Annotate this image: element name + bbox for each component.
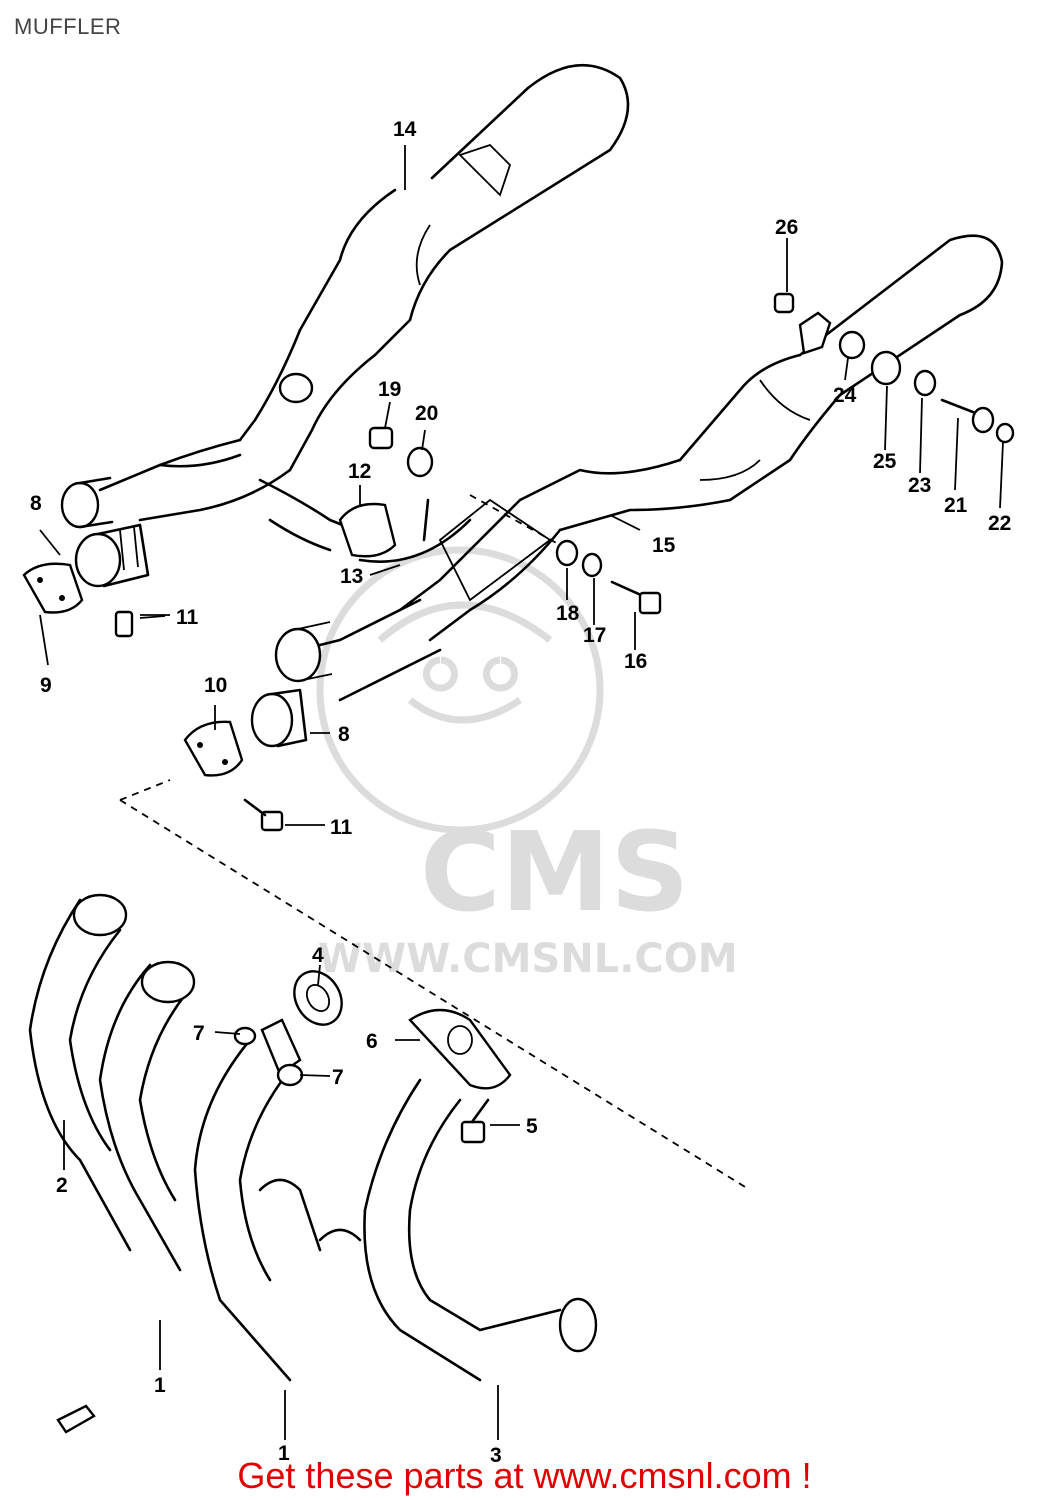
callout-2: 2 xyxy=(56,1174,68,1197)
callout-21: 21 xyxy=(944,494,968,517)
cms-watermark: CMS WWW.CMSNL.COM xyxy=(316,546,738,982)
callout-6: 6 xyxy=(366,1030,378,1053)
callout-15: 15 xyxy=(652,534,676,557)
callout-10: 10 xyxy=(204,674,227,697)
footer-link[interactable]: Get these parts at www.cmsnl.com ! xyxy=(237,1455,812,1496)
part-8-connector-upper xyxy=(60,476,150,588)
callout-24: 24 xyxy=(833,384,857,407)
part-14-muffler-upper xyxy=(98,63,630,522)
callout-22: 22 xyxy=(988,512,1011,535)
watermark-url: WWW.CMSNL.COM xyxy=(318,936,738,982)
callout-1-left: 1 xyxy=(154,1374,166,1397)
callout-25-right: 25 xyxy=(873,450,897,473)
watermark-brand: CMS xyxy=(420,808,689,936)
callout-3: 3 xyxy=(490,1444,502,1467)
part-12-clamp xyxy=(338,502,397,558)
page-title: MUFFLER xyxy=(14,14,122,39)
callout-18: 18 xyxy=(556,602,580,625)
flanges-and-gaskets xyxy=(233,970,512,1144)
callout-14: 14 xyxy=(393,118,417,141)
callout-8-lower: 8 xyxy=(338,723,350,746)
part-9-clamp xyxy=(22,562,84,614)
callout-23: 23 xyxy=(908,474,931,497)
callout-16: 16 xyxy=(624,650,647,673)
callout-11-upper: 11 xyxy=(176,606,199,629)
callout-7-lower: 7 xyxy=(332,1066,344,1089)
crossover-pipe xyxy=(258,478,561,602)
callout-9: 9 xyxy=(40,674,52,697)
callout-1-center: 1 xyxy=(278,1442,290,1465)
callout-12: 12 xyxy=(348,460,371,483)
part-10-clamp xyxy=(183,720,244,777)
callout-7-upper: 7 xyxy=(193,1022,205,1045)
callout-13: 13 xyxy=(340,565,363,588)
callout-8-upper: 8 xyxy=(30,492,42,515)
part-15-muffler-right xyxy=(298,234,1004,702)
callout-5: 5 xyxy=(526,1115,538,1138)
part-8-connector-lower xyxy=(250,621,333,748)
callout-20: 20 xyxy=(415,402,438,425)
callout-19: 19 xyxy=(378,378,401,401)
small-hardware xyxy=(114,292,1015,832)
callout-labels: 14 26 19 20 12 13 15 18 17 16 24 25 23 2… xyxy=(30,118,1011,1467)
callout-17: 17 xyxy=(583,624,606,647)
callout-26: 26 xyxy=(775,216,798,239)
callout-11-lower: 11 xyxy=(330,816,353,839)
exhaust-header-pipes xyxy=(28,779,751,1434)
leader-lines xyxy=(39,145,1004,1440)
callout-4: 4 xyxy=(312,944,324,967)
